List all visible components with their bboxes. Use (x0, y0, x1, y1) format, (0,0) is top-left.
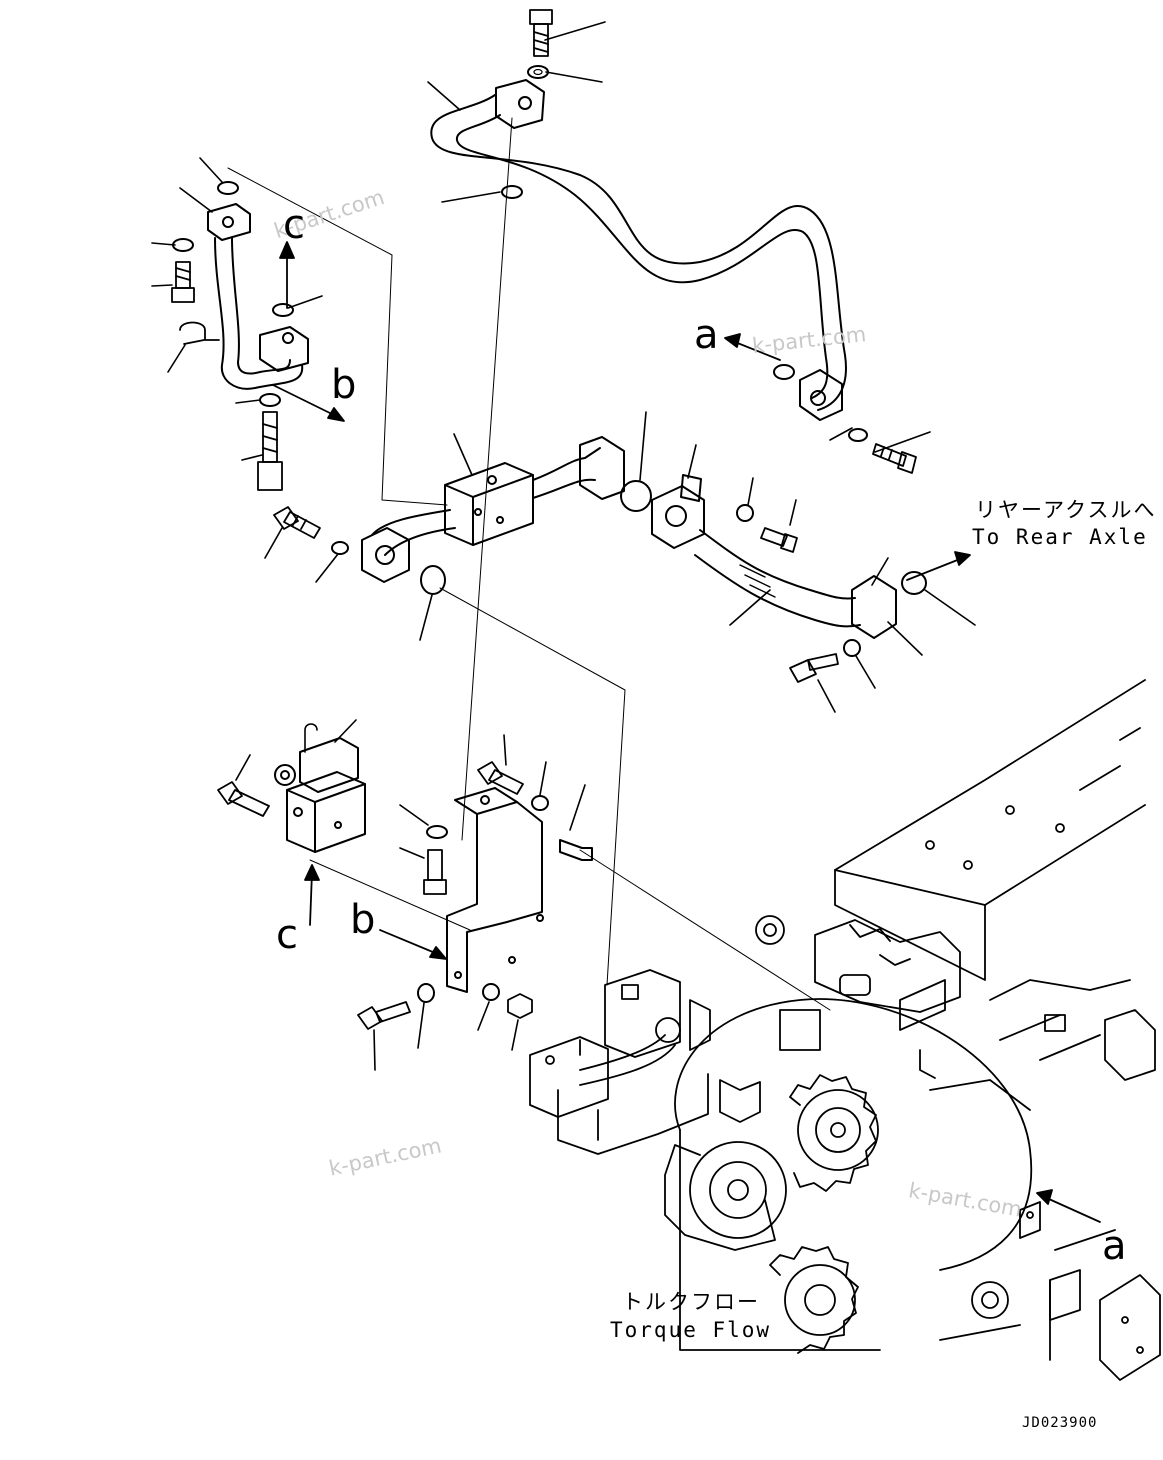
callout-b-bottom: b (350, 897, 376, 943)
bolt-left-2 (257, 411, 283, 491)
upper-return-pipe (430, 79, 847, 421)
bolt-bracket-mid (423, 849, 447, 895)
rear-axle-label-en: To Rear Axle (972, 525, 1148, 549)
bolt-bracket-bottom (357, 1001, 411, 1030)
bolt-bracket-top (477, 761, 524, 795)
bolt-hose-bottom (789, 653, 839, 683)
leader-lines (151, 21, 976, 1071)
oring-big-1 (620, 480, 652, 512)
top-washer (527, 65, 549, 79)
pipe-flange-right (579, 436, 625, 500)
bolt-left-1 (171, 261, 195, 303)
direction-arrows (272, 241, 1101, 1223)
bolt-hose (760, 527, 798, 553)
washer-right (848, 428, 868, 442)
nut-bracket (507, 993, 533, 1019)
banjo-fitting (179, 321, 220, 345)
bolt-right (872, 443, 917, 474)
callout-a-bottom: a (1102, 1223, 1127, 1269)
oring-upper (501, 185, 523, 199)
washer-left-1 (172, 238, 194, 252)
left-small-pipe (207, 203, 309, 390)
callout-c-top: c (283, 202, 305, 248)
rear-axle-hose (651, 474, 897, 639)
washer-bracket-4 (482, 983, 500, 1001)
assembly-lines (227, 117, 831, 1011)
hydraulic-pump (529, 969, 761, 1155)
oring-left-top (217, 181, 239, 195)
pipe-flange-left (361, 527, 410, 583)
washer-bracket-1 (531, 795, 549, 811)
callout-b-top: b (331, 362, 357, 408)
callout-c-bottom: c (276, 912, 298, 958)
transmission-housing (664, 679, 1161, 1381)
washer-hose-bottom (843, 639, 861, 657)
top-bolt (529, 9, 553, 57)
drawing-code: JD023900 (1022, 1415, 1098, 1431)
washer-bracket-2 (426, 825, 448, 839)
washer-left-2 (259, 393, 281, 407)
rear-axle-label-jp: リヤーアクスルへ (975, 498, 1157, 522)
callout-a-top: a (694, 312, 719, 358)
torque-flow-label-en: Torque Flow (610, 1318, 772, 1342)
oring-a (773, 364, 795, 380)
oring-hose-end (901, 571, 927, 595)
mounting-bracket (446, 787, 593, 993)
bolt-center-left (273, 506, 321, 539)
lower-flange (799, 369, 843, 421)
bolt-solenoid (217, 781, 270, 817)
solenoid-valve (274, 723, 366, 853)
upper-flange (495, 79, 545, 129)
washer-center-left (331, 541, 349, 555)
washer-bracket-3 (417, 983, 435, 1003)
hose-end-flange (851, 575, 897, 639)
oring-big-2 (420, 565, 446, 595)
oring-c (272, 303, 294, 317)
torque-flow-label-jp: トルクフロー (622, 1290, 760, 1314)
washer-hose (736, 504, 754, 522)
valve-block-pipe (361, 436, 625, 583)
